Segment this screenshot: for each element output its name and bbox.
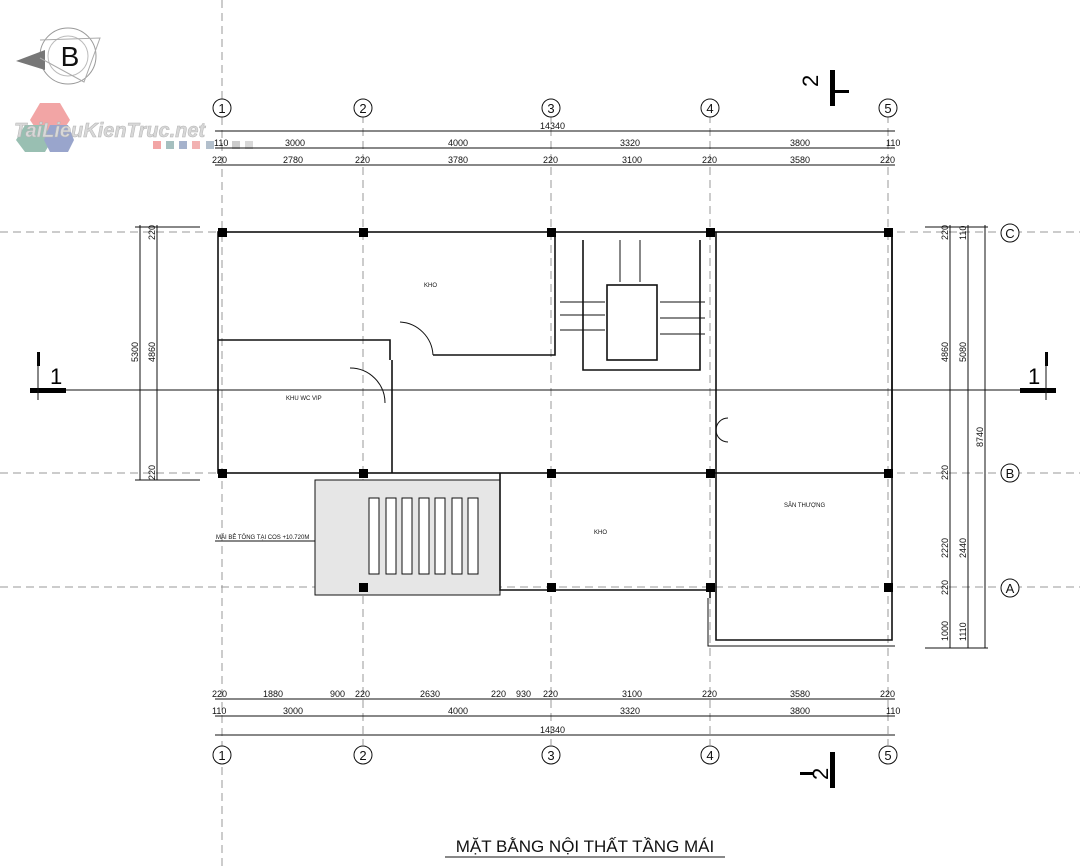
drawing-title: MẶT BẰNG NỘI THẤT TẦNG MÁI [456, 837, 715, 856]
svg-text:2: 2 [808, 768, 833, 780]
svg-text:4: 4 [706, 748, 713, 763]
bottom-dimensions: 220 1880 900 220 2630 220 930 220 3100 2… [212, 689, 900, 736]
svg-text:220: 220 [940, 580, 950, 595]
svg-text:220: 220 [355, 689, 370, 699]
svg-text:220: 220 [543, 689, 558, 699]
svg-text:3320: 3320 [620, 138, 640, 148]
svg-text:220: 220 [212, 689, 227, 699]
svg-text:3800: 3800 [790, 706, 810, 716]
svg-text:4000: 4000 [448, 706, 468, 716]
svg-text:110: 110 [886, 138, 900, 148]
svg-text:220: 220 [940, 225, 950, 240]
svg-text:3320: 3320 [620, 706, 640, 716]
svg-text:C: C [1005, 226, 1014, 241]
svg-text:3580: 3580 [790, 689, 810, 699]
svg-text:2: 2 [359, 748, 366, 763]
svg-text:1: 1 [1028, 364, 1040, 389]
svg-text:110: 110 [212, 706, 226, 716]
watermark-logo: TaiLieuKienTruc.net [14, 103, 253, 152]
svg-text:110: 110 [214, 138, 228, 148]
svg-text:3580: 3580 [790, 155, 810, 165]
svg-text:5300: 5300 [130, 342, 140, 362]
svg-text:220: 220 [355, 155, 370, 165]
svg-text:B: B [1006, 466, 1015, 481]
svg-text:220: 220 [147, 465, 157, 480]
svg-text:110: 110 [958, 226, 968, 240]
svg-text:220: 220 [543, 155, 558, 165]
svg-text:1110: 1110 [958, 622, 968, 641]
column-axis-bubbles: 1 2 3 4 5 1 2 3 4 5 [212, 98, 898, 765]
svg-text:3780: 3780 [448, 155, 468, 165]
svg-text:MÁI BÊ TÔNG TẠI COS +10.720M: MÁI BÊ TÔNG TẠI COS +10.720M [216, 533, 309, 541]
svg-text:220: 220 [491, 689, 506, 699]
svg-text:2: 2 [798, 75, 823, 87]
svg-text:3800: 3800 [790, 138, 810, 148]
svg-text:3: 3 [547, 748, 554, 763]
svg-text:5: 5 [884, 748, 891, 763]
svg-text:B: B [61, 41, 80, 72]
svg-text:4000: 4000 [448, 138, 468, 148]
svg-text:4860: 4860 [940, 342, 950, 362]
room-label-kho-top: KHO [424, 283, 437, 289]
svg-text:220: 220 [880, 689, 895, 699]
walls [217, 231, 895, 647]
svg-text:1000: 1000 [940, 621, 950, 641]
svg-text:930: 930 [516, 689, 531, 699]
compass-logo: B [16, 27, 101, 85]
top-dimensions: 14340 110 3000 4000 3320 3800 110 220 27… [212, 121, 900, 166]
svg-text:1: 1 [50, 364, 62, 389]
svg-text:14340: 14340 [540, 725, 565, 735]
room-label-kho-bottom: KHO [594, 530, 607, 536]
svg-text:3100: 3100 [622, 689, 642, 699]
room-label-wc-vip: KHU WC VIP [286, 396, 322, 402]
svg-text:2630: 2630 [420, 689, 440, 699]
svg-text:2440: 2440 [958, 538, 968, 558]
svg-text:110: 110 [886, 706, 900, 716]
section-markers: 1 1 2 2 [30, 70, 1056, 788]
svg-text:TaiLieuKienTruc.net: TaiLieuKienTruc.net [14, 120, 206, 142]
svg-text:1880: 1880 [263, 689, 283, 699]
svg-text:2220: 2220 [940, 538, 950, 558]
svg-text:3000: 3000 [285, 138, 305, 148]
svg-text:220: 220 [880, 155, 895, 165]
svg-text:2780: 2780 [283, 155, 303, 165]
svg-text:220: 220 [702, 689, 717, 699]
svg-text:5080: 5080 [958, 342, 968, 362]
svg-text:1: 1 [218, 748, 225, 763]
right-dimensions: 220 110 4860 5080 8740 220 2220 2440 220… [925, 225, 988, 649]
svg-text:3000: 3000 [283, 706, 303, 716]
svg-text:8740: 8740 [975, 427, 985, 447]
svg-text:3100: 3100 [622, 155, 642, 165]
svg-text:220: 220 [702, 155, 717, 165]
svg-text:220: 220 [940, 465, 950, 480]
svg-text:220: 220 [212, 155, 227, 165]
svg-text:4860: 4860 [147, 342, 157, 362]
room-label-san-thuong: SÂN THƯỢNG [784, 502, 825, 509]
svg-text:2: 2 [359, 101, 366, 116]
svg-text:5: 5 [884, 101, 891, 116]
svg-text:3: 3 [547, 101, 554, 116]
structural-columns [218, 228, 893, 592]
svg-text:4: 4 [706, 101, 713, 116]
row-axis-bubbles: C B A [1000, 223, 1020, 598]
svg-text:900: 900 [330, 689, 345, 699]
svg-text:1: 1 [218, 101, 225, 116]
concrete-roof-slab: MÁI BÊ TÔNG TẠI COS +10.720M [215, 479, 501, 596]
svg-text:220: 220 [147, 225, 157, 240]
svg-text:14340: 14340 [540, 121, 565, 131]
left-dimensions: 220 5300 4860 220 [130, 225, 200, 481]
svg-text:A: A [1006, 581, 1015, 596]
